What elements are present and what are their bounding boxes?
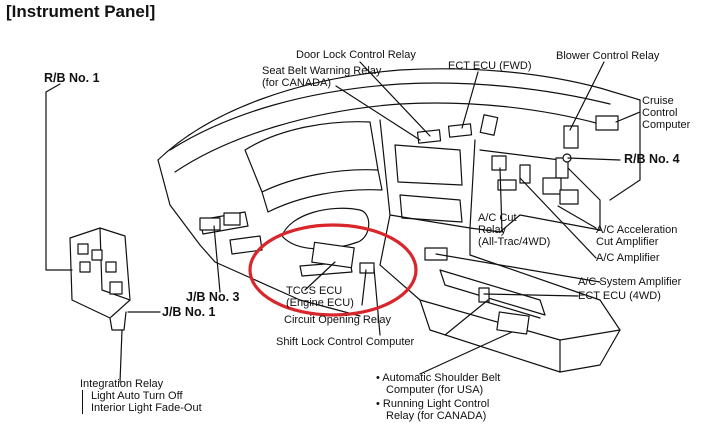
label-cruise-control-computer: Cruise Control Computer [642, 95, 691, 131]
label-ac-amplifier: A/C Amplifier [596, 252, 660, 264]
leader-lines [45, 61, 641, 383]
label-ect-ecu-fwd: ECT ECU (FWD) [448, 60, 532, 72]
label-rb-no-4: R/B No. 4 [624, 152, 680, 166]
label-tccs-ecu: TCCS ECU (Engine ECU) [286, 285, 354, 309]
label-seat-belt-warning-relay: Seat Belt Warning Relay (for CANADA) [262, 65, 382, 89]
label-ac-cut-relay: A/C Cut Relay (All-Trac/4WD) [478, 212, 551, 248]
label-ac-acceleration-cut-amplifier: A/C Acceleration Cut Amplifier [596, 224, 678, 248]
label-blower-control-relay: Blower Control Relay [556, 50, 660, 62]
label-rb-no-1: R/B No. 1 [44, 71, 100, 85]
page-title: [Instrument Panel] [6, 2, 156, 21]
highlight-circle [248, 223, 418, 317]
label-ac-system-amplifier: A/C System Amplifier [578, 276, 682, 288]
label-automatic-shoulder-belt-computer: • Automatic Shoulder Belt Computer (for … [376, 372, 501, 396]
components [199, 114, 619, 335]
label-running-light-control-relay: • Running Light Control Relay (for CANAD… [376, 398, 490, 422]
label-ect-ecu-4wd: ECT ECU (4WD) [578, 290, 661, 302]
label-jb-no-1: J/B No. 1 [162, 305, 216, 319]
relay-block-1-drawing [69, 227, 131, 331]
label-integration-relay: Integration Relay Light Auto Turn Off In… [80, 378, 202, 414]
label-shift-lock-control-computer: Shift Lock Control Computer [276, 336, 415, 348]
label-jb-no-3: J/B No. 3 [186, 290, 240, 304]
label-door-lock-control-relay: Door Lock Control Relay [296, 49, 416, 61]
label-circuit-opening-relay: Circuit Opening Relay [284, 314, 391, 326]
